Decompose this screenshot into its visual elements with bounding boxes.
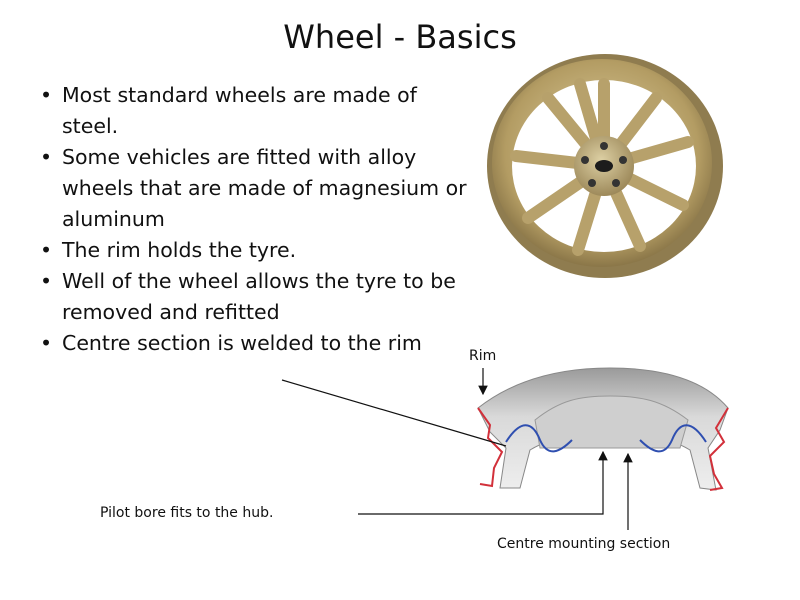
centre-mounting-label: Centre mounting section xyxy=(497,536,671,552)
bullet-item: The rim holds the tyre. xyxy=(40,235,470,266)
pilot-bore-label: Pilot bore fits to the hub. xyxy=(100,505,274,521)
bullet-item: Well of the wheel allows the tyre to be … xyxy=(40,266,470,328)
bullet-item: Centre section is welded to the rim xyxy=(40,328,470,359)
slide-title: Wheel - Basics xyxy=(283,18,517,56)
bullet-item: Some vehicles are fitted with alloy whee… xyxy=(40,142,470,235)
bullet-list: Most standard wheels are made of steel. … xyxy=(40,80,470,359)
pilot-bore-pointer-line xyxy=(358,450,608,515)
rim-outline xyxy=(477,407,729,491)
bullet-item: Most standard wheels are made of steel. xyxy=(40,80,470,142)
wheel-group xyxy=(487,54,723,278)
centre-section-outline xyxy=(505,424,707,453)
rim-section xyxy=(477,367,729,491)
welded-section-pointer-line xyxy=(281,379,507,447)
rim-label: Rim xyxy=(469,348,497,364)
